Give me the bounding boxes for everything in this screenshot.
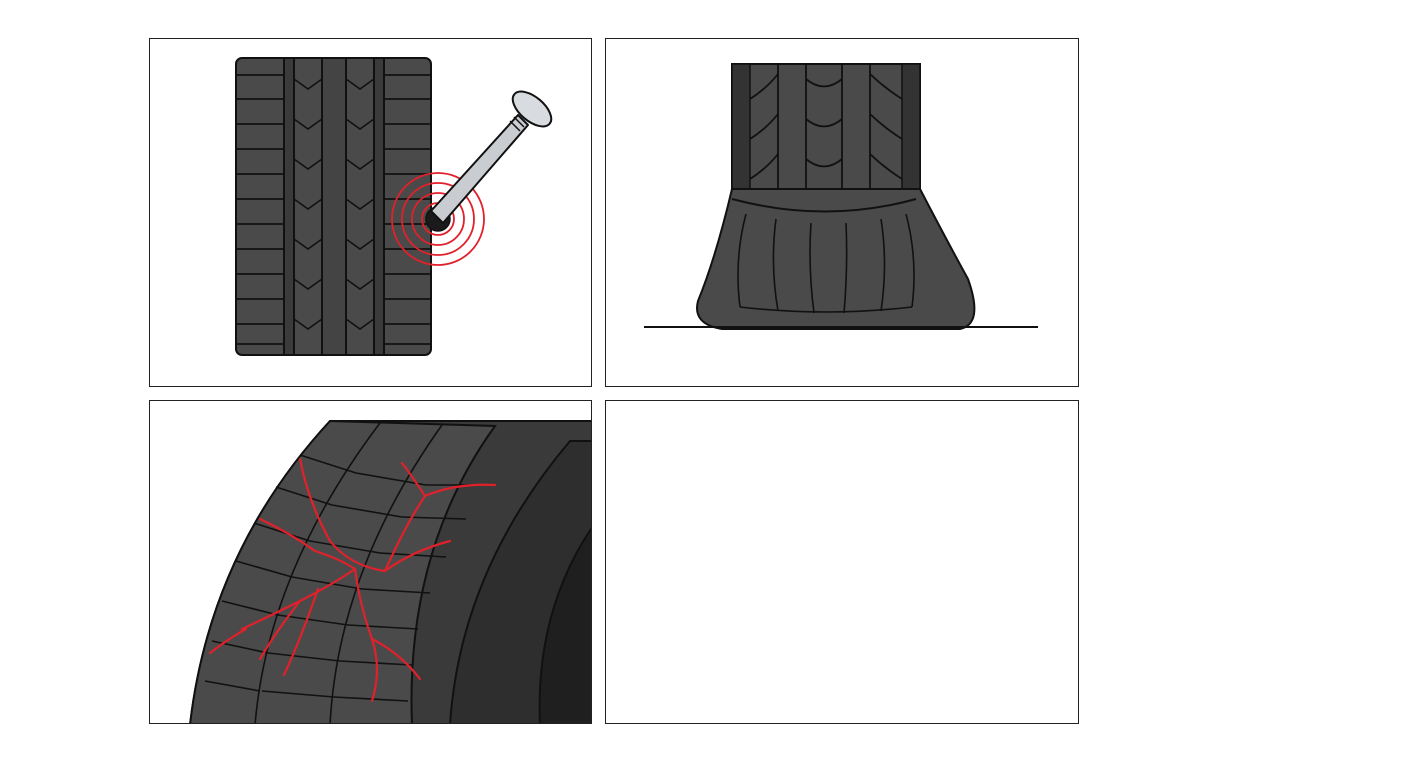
panel-empty <box>605 400 1079 724</box>
rim-opening <box>538 527 591 723</box>
panel-cracked-tire <box>149 400 592 724</box>
nail-icon <box>430 90 553 224</box>
tread-cracks <box>208 457 497 703</box>
tread-grooves <box>283 57 385 356</box>
bulge-folds <box>737 213 915 314</box>
panel-puncture <box>149 38 592 387</box>
punctured-tire-tread-with-nail-icon <box>235 57 553 356</box>
panel-flat-tire <box>605 38 1079 387</box>
cracked-tire-tread-icon <box>189 419 591 723</box>
flat-bulge <box>696 188 976 330</box>
tread-blocks <box>204 422 480 723</box>
tread-chevrons <box>293 78 375 330</box>
flat-bulging-tire-icon <box>644 63 1038 330</box>
